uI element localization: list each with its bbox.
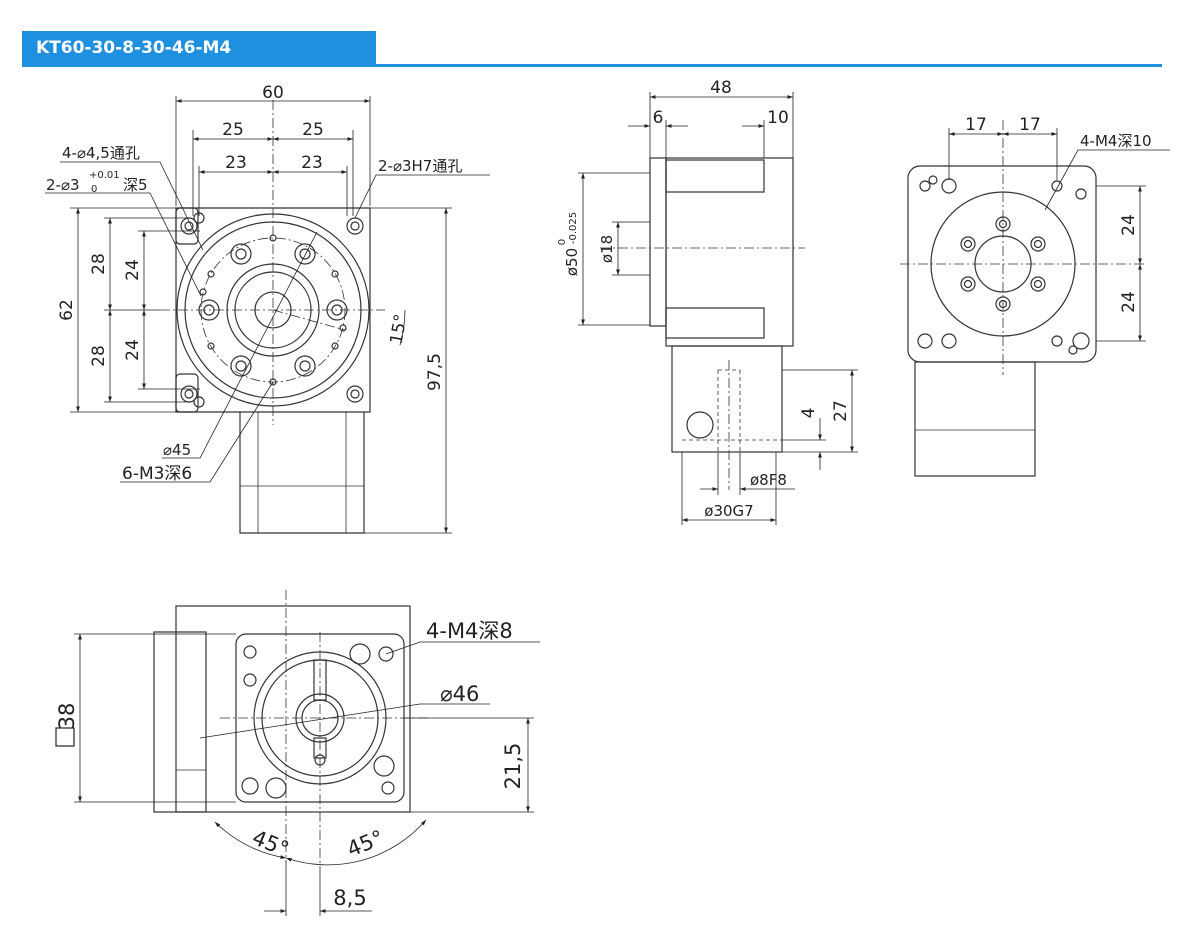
front-corner-lug-bottom <box>175 373 199 413</box>
dim-24-bottom: 24 <box>1119 291 1139 313</box>
dim-23-left: 23 <box>225 153 247 173</box>
leader-m3 <box>120 381 274 483</box>
dim-62: 62 <box>57 299 77 321</box>
dim-24-bottom: 24 <box>123 339 143 361</box>
dim-24-top: 24 <box>1119 214 1139 236</box>
side-view: 48 6 10 ø50 0 -0.025 ø18 27 4 ø8F8 ø30G7 <box>557 78 858 525</box>
dim-17-left: 17 <box>965 115 987 135</box>
dim-6: 6 <box>653 108 664 128</box>
dim-25-right: 25 <box>302 120 324 140</box>
title-underline <box>22 64 1162 67</box>
label-dia-46: ⌀46 <box>440 682 479 706</box>
dim-10: 10 <box>767 108 789 128</box>
label-rear-m4: 4-M4深10 <box>1080 132 1152 150</box>
front-15deg-line <box>272 309 346 331</box>
dim-50: ø50 <box>563 248 581 276</box>
dim-arc-45-right <box>285 819 427 866</box>
dim-28-bottom: 28 <box>89 345 109 367</box>
dim-25-left: 25 <box>222 120 244 140</box>
front-view: 60 25 25 23 23 4-⌀4,5通孔 2-⌀3 +0.01 0 深5 … <box>45 83 490 534</box>
dim-24-top: 24 <box>123 259 143 281</box>
leader-rear-m4 <box>1044 149 1170 211</box>
dim-arc-45-left <box>214 821 287 860</box>
square-symbol <box>55 727 75 747</box>
leader-motor-m4 <box>385 641 540 655</box>
dim-arc-15 <box>399 309 406 346</box>
dim-15-deg: 15° <box>387 313 412 346</box>
dim-8f8: ø8F8 <box>750 471 787 489</box>
dim-97-5: 97,5 <box>425 353 445 391</box>
label-pin-tol-upper: +0.01 <box>89 170 120 181</box>
dim-4: 4 <box>799 408 819 419</box>
dim-38: 38 <box>55 703 79 730</box>
dim-60: 60 <box>262 83 284 103</box>
rear-view: 17 17 4-M4深10 24 24 <box>900 115 1170 477</box>
leader-h7 <box>354 174 377 219</box>
motor-view: 38 4-M4深8 ⌀46 21,5 45° 45° 8,5 <box>55 590 540 916</box>
rear-corner-holes <box>917 175 1090 355</box>
label-pcd-45: ⌀45 <box>163 441 191 459</box>
side-shaft-hole <box>686 411 714 439</box>
label-h7-holes: 2-⌀3H7通孔 <box>378 157 462 175</box>
front-small-holes <box>199 234 347 386</box>
dim-30g7: ø30G7 <box>704 502 753 520</box>
front-motor-outline <box>239 412 365 534</box>
dim-45-right: 45° <box>344 825 388 861</box>
rear-motor-outline <box>914 361 1036 477</box>
side-flange <box>649 157 667 327</box>
front-corner-lug-top <box>175 207 199 245</box>
side-body <box>665 157 794 347</box>
leader-thru-holes <box>60 161 204 251</box>
label-thru-holes: 4-⌀4,5通孔 <box>62 144 140 162</box>
motor-outer-outline <box>175 605 411 813</box>
dim-8-5: 8,5 <box>333 886 366 910</box>
label-motor-m4: 4-M4深8 <box>426 619 513 643</box>
front-body-outline <box>175 207 371 413</box>
dim-18: ø18 <box>598 235 616 263</box>
label-pin-depth: 深5 <box>123 176 148 194</box>
side-top-slot <box>665 159 765 193</box>
leader-dia-46 <box>199 703 490 739</box>
dim-27: 27 <box>831 400 851 422</box>
side-bottom-slot <box>665 307 765 339</box>
motor-bolt-holes <box>241 643 395 799</box>
dim-23-right: 23 <box>301 153 323 173</box>
dim-50-tol-upper: 0 <box>557 239 568 245</box>
leader-pcd-45 <box>162 231 318 459</box>
dim-21-5: 21,5 <box>501 743 525 790</box>
dim-48: 48 <box>710 78 732 98</box>
dim-50-tol-lower: -0.025 <box>568 212 579 244</box>
drawing-title: KT60-30-8-30-46-M4 <box>22 31 376 65</box>
dim-28-top: 28 <box>89 253 109 275</box>
label-tapped-holes: 6-M3深6 <box>122 464 192 484</box>
dim-17-right: 17 <box>1019 115 1041 135</box>
leader-pin-holes <box>45 192 202 297</box>
motor-side-block <box>153 631 207 813</box>
label-pin-holes: 2-⌀3 <box>46 176 80 194</box>
side-output-shaft <box>671 345 783 453</box>
label-pin-tol-lower: 0 <box>91 184 97 195</box>
